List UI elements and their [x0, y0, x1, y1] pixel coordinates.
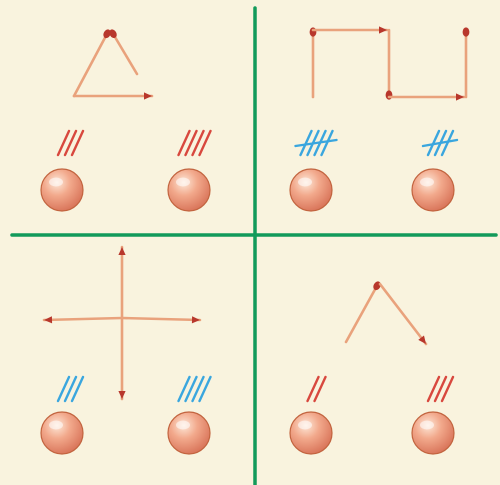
ball-highlight	[49, 421, 63, 430]
ball-highlight	[176, 178, 190, 187]
match-head	[463, 27, 470, 36]
ball-highlight	[298, 178, 312, 187]
ball	[412, 169, 454, 211]
ball	[168, 169, 210, 211]
ball	[412, 412, 454, 454]
ball-body	[412, 412, 454, 454]
ball-body	[41, 169, 83, 211]
ball-body	[412, 169, 454, 211]
ball-highlight	[420, 178, 434, 187]
ball	[290, 169, 332, 211]
ball	[41, 169, 83, 211]
ball-highlight	[49, 178, 63, 187]
ball-highlight	[420, 421, 434, 430]
ball-highlight	[176, 421, 190, 430]
ball-body	[168, 169, 210, 211]
ball-body	[290, 169, 332, 211]
ball-body	[290, 412, 332, 454]
ball	[168, 412, 210, 454]
ball	[290, 412, 332, 454]
ball-body	[168, 412, 210, 454]
ball	[41, 412, 83, 454]
ball-body	[41, 412, 83, 454]
ball-highlight	[298, 421, 312, 430]
